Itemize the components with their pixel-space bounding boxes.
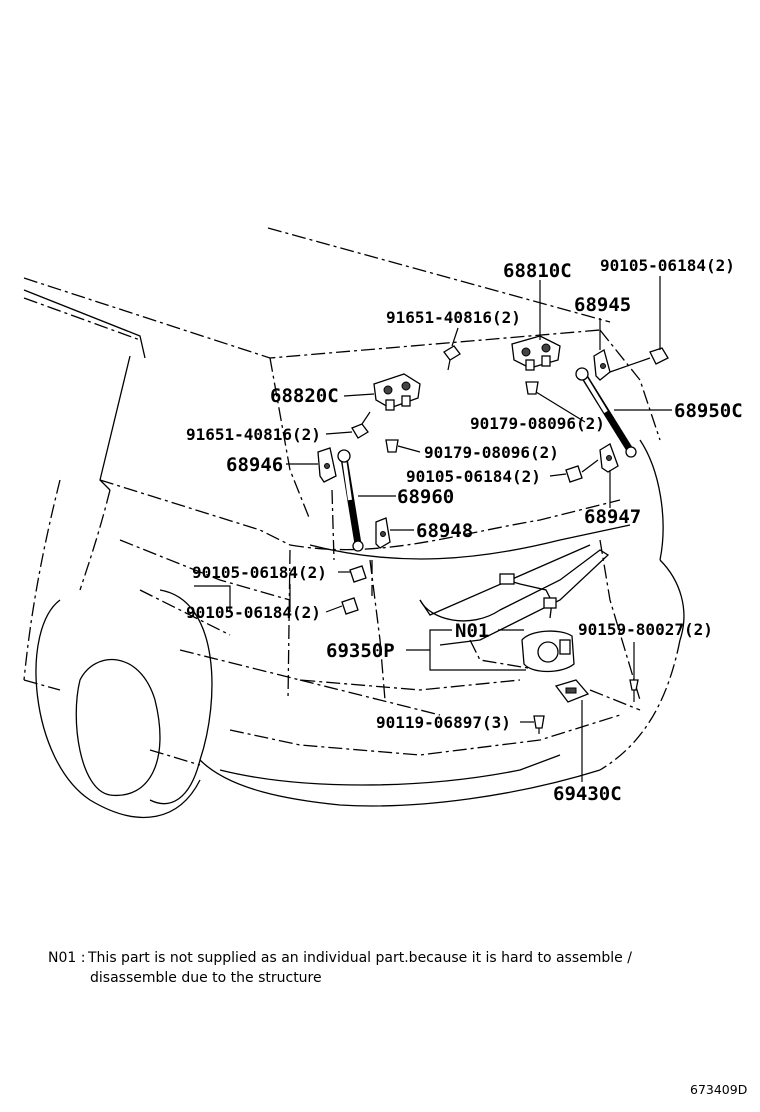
screw-90159 bbox=[629, 679, 639, 702]
label-69430C[interactable]: 69430C bbox=[553, 783, 622, 805]
label-91651-40816-left[interactable]: 91651-40816(2) bbox=[186, 425, 321, 444]
label-68946[interactable]: 68946 bbox=[226, 454, 283, 476]
hinge-68810C bbox=[511, 335, 561, 371]
hinge-68820C bbox=[373, 373, 421, 411]
label-90179-08096-a[interactable]: 90179-08096(2) bbox=[470, 414, 605, 433]
leader-lines bbox=[194, 276, 672, 782]
harness-N01 bbox=[499, 573, 557, 619]
label-91651-40816-top[interactable]: 91651-40816(2) bbox=[386, 308, 521, 327]
vehicle-outline bbox=[23, 227, 685, 819]
label-68947[interactable]: 68947 bbox=[584, 506, 641, 528]
striker-69430C bbox=[554, 679, 590, 703]
label-68948[interactable]: 68948 bbox=[416, 520, 473, 542]
label-90159-80027[interactable]: 90159-80027(2) bbox=[578, 620, 713, 639]
footnote-line-1: N01 :This part is not supplied as an ind… bbox=[48, 948, 728, 968]
bolt-90105-top bbox=[609, 347, 669, 373]
bracket-68945 bbox=[593, 349, 611, 381]
footnote-text-2: disassemble due to the structure bbox=[90, 970, 322, 986]
label-90105-06184-top[interactable]: 90105-06184(2) bbox=[600, 256, 735, 275]
label-68960[interactable]: 68960 bbox=[397, 486, 454, 508]
label-68945[interactable]: 68945 bbox=[574, 294, 631, 316]
label-68950C[interactable]: 68950C bbox=[674, 400, 743, 422]
stay-68960 bbox=[337, 449, 364, 552]
lock-assembly-69350P bbox=[521, 630, 575, 673]
label-90105-06184-lower2[interactable]: 90105-06184(2) bbox=[186, 603, 321, 622]
bolt-91651-top bbox=[443, 345, 461, 371]
bolt-91651-left bbox=[351, 411, 371, 439]
footnote: N01 :This part is not supplied as an ind… bbox=[48, 948, 728, 988]
label-90179-08096-b[interactable]: 90179-08096(2) bbox=[424, 443, 559, 462]
label-69350P[interactable]: 69350P bbox=[326, 640, 395, 662]
bracket-68946 bbox=[317, 447, 337, 483]
cushion-90179-b bbox=[385, 439, 399, 453]
bolts-90105-lower bbox=[331, 489, 373, 615]
bolt-90119 bbox=[533, 715, 545, 734]
footnote-separator: : bbox=[80, 950, 86, 966]
bracket-68947 bbox=[599, 443, 619, 473]
footnote-text-1: This part is not supplied as an individu… bbox=[88, 950, 632, 966]
cushion-90179-a bbox=[525, 381, 539, 395]
drawing-code: 673409D bbox=[690, 1082, 748, 1097]
label-90119-06897[interactable]: 90119-06897(3) bbox=[376, 713, 511, 732]
label-N01[interactable]: N01 bbox=[455, 620, 489, 642]
bracket-68948 bbox=[375, 517, 391, 549]
footnote-key: N01 bbox=[48, 950, 77, 966]
label-68810C[interactable]: 68810C bbox=[503, 260, 572, 282]
part-labels: 68810C 90105-06184(2) 68945 91651-40816(… bbox=[186, 256, 743, 805]
label-90105-06184-mid[interactable]: 90105-06184(2) bbox=[406, 467, 541, 486]
stay-68950C bbox=[575, 367, 637, 458]
label-90105-06184-lower1[interactable]: 90105-06184(2) bbox=[192, 563, 327, 582]
label-68820C[interactable]: 68820C bbox=[270, 385, 339, 407]
bolt-90105-mid bbox=[565, 459, 599, 483]
